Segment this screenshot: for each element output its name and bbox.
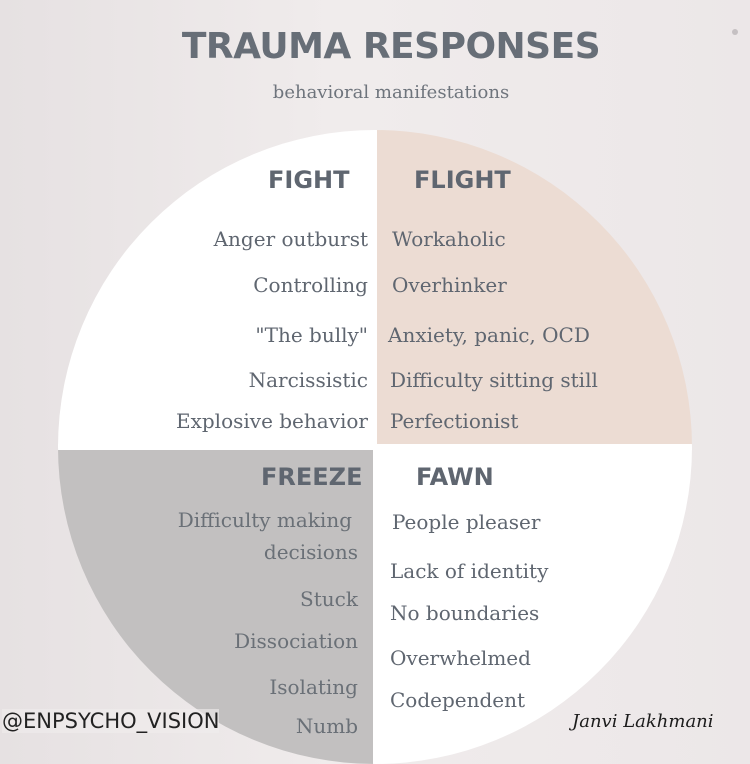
fawn-item: Lack of identity	[390, 559, 549, 583]
flight-heading: FLIGHT	[414, 166, 511, 194]
fight-item: Anger outburst	[213, 227, 368, 251]
freeze-item: Isolating	[269, 675, 358, 699]
fawn-heading: FAWN	[416, 463, 494, 491]
author-signature: Janvi Lakhmani	[572, 711, 714, 732]
fight-item: Controlling	[253, 273, 368, 297]
fawn-item: Codependent	[390, 688, 526, 712]
freeze-item: Stuck	[300, 587, 358, 611]
fawn-quadrant	[375, 447, 692, 764]
fawn-item: No boundaries	[390, 601, 540, 625]
responses-circle	[58, 130, 692, 764]
page-subtitle: behavioral manifestations	[272, 82, 510, 103]
author-handle: @ENPSYCHO_VISION	[2, 709, 220, 733]
fight-item: Explosive behavior	[175, 409, 368, 433]
freeze-heading: FREEZE	[261, 463, 363, 491]
flight-item: Difficulty sitting still	[390, 368, 598, 392]
freeze-item: Difficulty making	[177, 508, 352, 532]
fawn-item: People pleaser	[392, 510, 541, 534]
fight-quadrant	[58, 130, 375, 447]
fight-item: "The bully"	[255, 323, 368, 347]
flight-item: Anxiety, panic, OCD	[388, 323, 590, 347]
flight-item: Workaholic	[392, 227, 506, 251]
freeze-item: Numb	[295, 714, 358, 738]
freeze-item: Dissociation	[234, 629, 358, 653]
flight-quadrant	[375, 130, 692, 447]
fight-item: Narcissistic	[248, 368, 368, 392]
freeze-item: decisions	[263, 540, 358, 564]
flight-item: Perfectionist	[390, 409, 519, 433]
decorative-dot	[732, 29, 738, 35]
horizontal-divider	[58, 444, 692, 450]
flight-item: Overhinker	[392, 273, 507, 297]
fight-heading: FIGHT	[268, 166, 350, 194]
page-title: TRAUMA RESPONSES	[181, 26, 601, 67]
fawn-item: Overwhelmed	[390, 646, 531, 670]
